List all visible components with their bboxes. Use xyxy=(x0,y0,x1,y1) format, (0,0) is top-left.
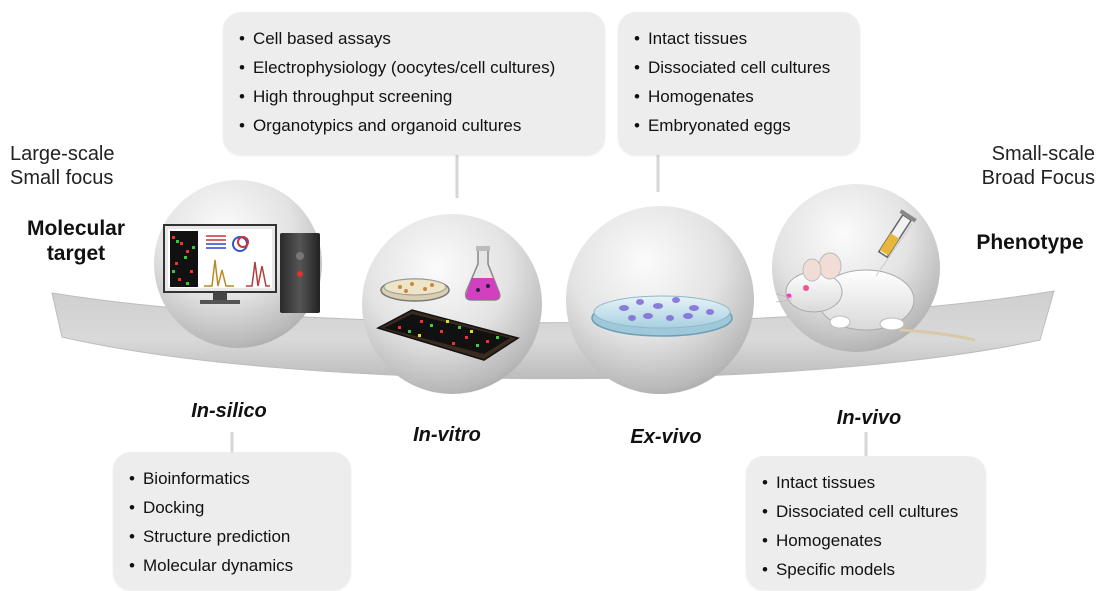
list-item: Cell based assays xyxy=(239,24,595,53)
endpoint-right-line1: Phenotype xyxy=(976,231,1084,254)
computer-workstation-icon xyxy=(163,224,320,313)
scale-label-left-line1: Large-scale xyxy=(10,143,115,165)
ex-vivo-sphere xyxy=(566,206,754,394)
ex-vivo-methods-box: Intact tissues Dissociated cell cultures… xyxy=(618,12,860,155)
list-item: Organotypics and organoid cultures xyxy=(239,111,595,140)
scale-label-left: Large-scale Small focus xyxy=(10,142,115,190)
list-item: Docking xyxy=(129,493,341,522)
scale-label-right: Small-scale Broad Focus xyxy=(982,142,1095,190)
list-item: Homogenates xyxy=(634,82,850,111)
petri-dish-flask-microplate-icon xyxy=(376,246,520,361)
list-item: Bioinformatics xyxy=(129,464,341,493)
list-item: Homogenates xyxy=(762,526,976,555)
scale-label-right-line1: Small-scale xyxy=(991,143,1095,165)
stage-label-in-vivo: In-vivo xyxy=(836,407,902,429)
in-vivo-methods-box: Intact tissues Dissociated cell cultures… xyxy=(746,456,986,590)
list-item: Embryonated eggs xyxy=(634,111,850,140)
endpoint-molecular-target: Molecular target xyxy=(18,216,134,266)
list-item: Molecular dynamics xyxy=(129,551,341,580)
in-vitro-sphere xyxy=(362,214,542,394)
scale-label-left-line2: Small focus xyxy=(10,167,114,189)
list-item: Electrophysiology (oocytes/cell cultures… xyxy=(239,53,595,82)
list-item: Structure prediction xyxy=(129,522,341,551)
list-item: Dissociated cell cultures xyxy=(634,53,850,82)
stage-label-in-silico: In-silico xyxy=(191,400,267,422)
list-item: High throughput screening xyxy=(239,82,595,111)
mouse-syringe-icon xyxy=(775,209,976,342)
list-item: Intact tissues xyxy=(762,468,976,497)
stage-label-in-vitro: In-vitro xyxy=(413,424,481,446)
stage-label-ex-vivo: Ex-vivo xyxy=(630,426,702,448)
list-item: Dissociated cell cultures xyxy=(762,497,976,526)
scale-label-right-line2: Broad Focus xyxy=(981,167,1095,189)
in-vivo-sphere xyxy=(772,184,976,352)
in-silico-methods-box: Bioinformatics Docking Structure predict… xyxy=(113,452,351,590)
in-silico-sphere xyxy=(154,180,322,348)
list-item: Specific models xyxy=(762,555,976,584)
list-item: Intact tissues xyxy=(634,24,850,53)
endpoint-left-line2: target xyxy=(46,242,106,265)
endpoint-phenotype: Phenotype xyxy=(968,230,1092,255)
in-vitro-methods-box: Cell based assays Electrophysiology (ooc… xyxy=(223,12,605,155)
connector-lines xyxy=(230,155,868,456)
endpoint-left-line1: Molecular xyxy=(26,217,126,240)
petri-dish-cells-icon xyxy=(591,295,733,337)
